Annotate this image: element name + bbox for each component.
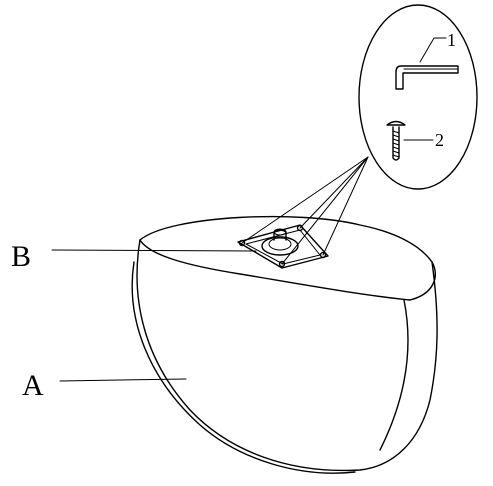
label-b-leader — [51, 249, 257, 252]
label-a-leader — [59, 378, 187, 382]
screw-hole — [319, 251, 327, 259]
callout-label-1: 1 — [447, 30, 456, 50]
screw-hole — [296, 224, 304, 232]
screw-hole — [278, 260, 286, 268]
label-b: B — [11, 240, 31, 273]
mounting-plate — [237, 224, 329, 269]
allen-key-icon — [395, 65, 459, 90]
label-a: A — [22, 369, 44, 402]
screw-icon — [386, 120, 406, 161]
callout-label-2: 2 — [435, 130, 444, 150]
seat-body — [131, 215, 438, 474]
hardware-callout — [358, 4, 478, 190]
callout-leader-lines — [241, 156, 369, 265]
screw-hole — [238, 239, 246, 247]
